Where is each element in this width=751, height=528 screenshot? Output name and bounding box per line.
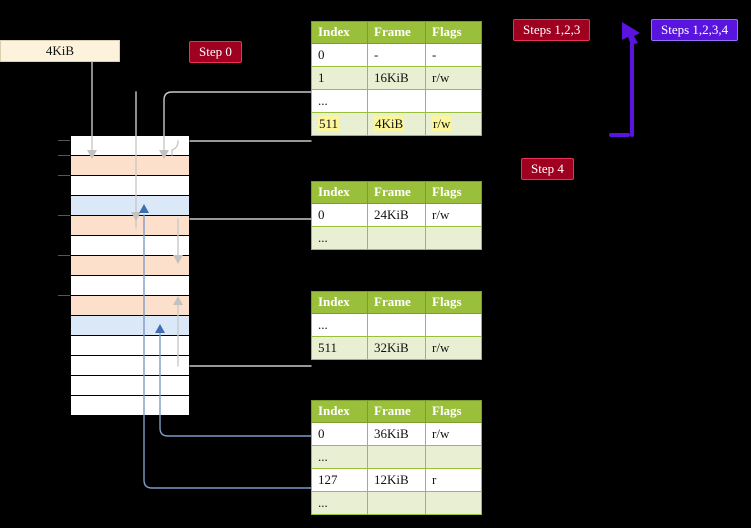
column-header-flags: Flags — [425, 400, 482, 423]
cell-flags: r/w — [425, 336, 482, 360]
cell-flags — [425, 491, 482, 515]
table-row: ... — [311, 491, 482, 515]
table-row: 0-- — [311, 43, 482, 67]
cell-flags — [425, 445, 482, 469]
cell-frame: 32KiB — [367, 336, 426, 360]
cell-index: 0 — [311, 422, 368, 446]
arrowhead-down-mem-r4 — [131, 212, 141, 221]
cell-index: 1 — [311, 66, 368, 90]
memory-frame-row — [71, 255, 189, 275]
memory-frame-row — [71, 315, 189, 335]
cell-index: 127 — [311, 468, 368, 492]
memory-frame-row — [71, 235, 189, 255]
cell-index: ... — [311, 313, 368, 337]
cell-frame: 36KiB — [367, 422, 426, 446]
column-header-flags: Flags — [425, 181, 482, 204]
cell-index: ... — [311, 445, 368, 469]
memory-frame-row — [71, 155, 189, 175]
table-row: ... — [311, 226, 482, 250]
cell-frame: 4KiB — [367, 112, 426, 136]
cell-index: ... — [311, 89, 368, 113]
badge-step-4: Step 4 — [521, 158, 574, 180]
arrowhead-up-mem-r8 — [173, 296, 183, 305]
memory-tick-mark — [58, 175, 70, 176]
cell-frame — [367, 313, 426, 337]
column-header-flags: Flags — [425, 21, 482, 44]
cell-index: 0 — [311, 43, 368, 67]
cell-index: 0 — [311, 203, 368, 227]
arrowhead-down-mem-r1b — [159, 150, 169, 159]
physical-memory-column — [70, 135, 190, 415]
memory-tick-mark — [58, 140, 70, 141]
memory-frame-row — [71, 275, 189, 295]
memory-frame-row — [71, 215, 189, 235]
cell-index: ... — [311, 226, 368, 250]
cell-frame: 24KiB — [367, 203, 426, 227]
column-header-flags: Flags — [425, 291, 482, 314]
cell-frame: - — [367, 43, 426, 67]
cell-frame — [367, 226, 426, 250]
size-label-box: 4KiB — [0, 40, 120, 62]
memory-frame-row — [71, 195, 189, 215]
memory-tick-mark — [58, 155, 70, 156]
column-header-frame: Frame — [367, 400, 426, 423]
memory-frame-row — [71, 335, 189, 355]
memory-tick-mark — [58, 295, 70, 296]
cell-flags — [425, 226, 482, 250]
cell-flags: r — [425, 468, 482, 492]
arrowhead-up-mem-r9 — [155, 324, 165, 333]
purple-bracket — [622, 28, 634, 137]
memory-frame-row — [71, 295, 189, 315]
memory-frame-row — [71, 375, 189, 395]
column-header-frame: Frame — [367, 21, 426, 44]
cell-frame — [367, 445, 426, 469]
memory-tick-mark — [58, 215, 70, 216]
memory-frame-row — [71, 395, 189, 415]
cell-frame: 12KiB — [367, 468, 426, 492]
cell-flags: r/w — [425, 203, 482, 227]
arrowhead-down-mem-r1a — [87, 150, 97, 159]
memory-tick-mark — [58, 255, 70, 256]
cell-frame — [367, 491, 426, 515]
cell-flags: r/w — [425, 66, 482, 90]
badge-steps-1-2-3-4: Steps 1,2,3,4 — [651, 19, 739, 41]
cell-flags: - — [425, 43, 482, 67]
cell-flags — [425, 313, 482, 337]
cell-index: ... — [311, 491, 368, 515]
column-header-frame: Frame — [367, 181, 426, 204]
cell-flags: r/w — [425, 422, 482, 446]
table-row: ... — [311, 313, 482, 337]
table-row: ... — [311, 89, 482, 113]
column-header-index: Index — [311, 291, 368, 314]
cell-index: 511 — [311, 336, 368, 360]
column-header-index: Index — [311, 21, 368, 44]
table-row: ... — [311, 445, 482, 469]
column-header-frame: Frame — [367, 291, 426, 314]
memory-frame-row — [71, 175, 189, 195]
cell-flags: r/w — [425, 112, 482, 136]
memory-frame-row — [71, 355, 189, 375]
arrowhead-down-mem-r6 — [173, 255, 183, 264]
arrowhead-up-mem-r3 — [139, 204, 149, 213]
cell-index: 511 — [311, 112, 368, 136]
cell-frame: 16KiB — [367, 66, 426, 90]
column-header-index: Index — [311, 181, 368, 204]
size-label-text: 4KiB — [45, 43, 75, 58]
column-header-index: Index — [311, 400, 368, 423]
cell-frame — [367, 89, 426, 113]
badge-step-0: Step 0 — [189, 41, 242, 63]
purple-arrowhead — [622, 22, 640, 45]
badge-steps-1-2-3: Steps 1,2,3 — [513, 19, 591, 41]
cell-flags — [425, 89, 482, 113]
